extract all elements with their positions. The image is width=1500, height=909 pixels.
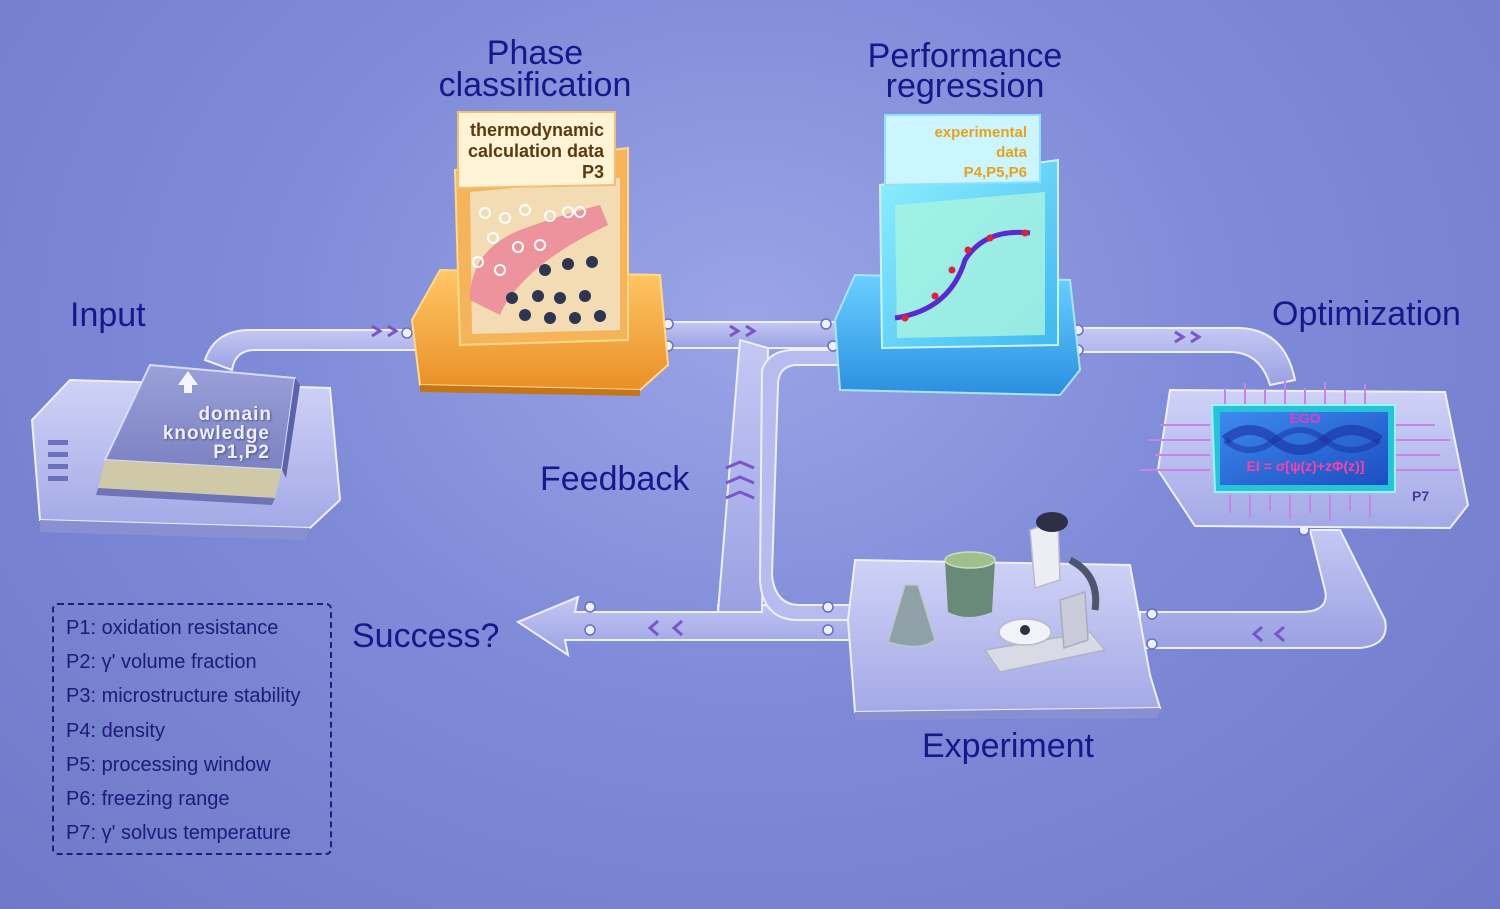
legend-item-p1: P1: oxidation resistance xyxy=(66,617,279,639)
legend-item-p3: P3: microstructure stability xyxy=(66,685,301,708)
beaker-icon xyxy=(944,551,996,617)
optimization-label: Optimization xyxy=(1272,295,1461,333)
optimization-module xyxy=(1140,380,1470,530)
experiment-label: Experiment xyxy=(922,727,1094,765)
input-card-line3: P1,P2 xyxy=(213,442,270,463)
experimental-card-line2: data xyxy=(996,144,1027,161)
performance-regression-label-line1: Performance xyxy=(867,37,1063,75)
property-legend: P1: oxidation resistance P2: γ' volume f… xyxy=(52,603,332,855)
performance-regression-label-line2: regression xyxy=(885,67,1045,105)
experiment-module xyxy=(846,512,1162,720)
input-module xyxy=(30,363,342,540)
upload-arrow-icon xyxy=(178,371,198,393)
input-card-line2: knowledge xyxy=(162,423,270,444)
book-icon xyxy=(96,363,300,505)
legend-item-p7: P7: γ' solvus temperature xyxy=(66,822,292,845)
flask-icon xyxy=(887,584,936,648)
input-card-line1: domain xyxy=(198,404,272,425)
legend-item-p5: P5: processing window xyxy=(66,753,271,776)
chip-title: EGO xyxy=(1289,410,1321,426)
experimental-card-line1: experimental xyxy=(934,124,1027,141)
phase-classification-label-line1: Phase xyxy=(486,34,584,72)
direction-markers xyxy=(371,324,1285,643)
phase-classification-module xyxy=(410,111,670,396)
legend-item-p2: P2: γ' volume fraction xyxy=(66,651,257,674)
input-label: Input xyxy=(70,296,146,334)
feedback-label: Feedback xyxy=(540,460,690,498)
microscope-icon xyxy=(983,512,1107,673)
regression-curve xyxy=(894,229,1031,321)
thermo-card-line2: calculation data xyxy=(467,141,604,161)
thermo-card-line1: thermodynamic xyxy=(469,120,604,140)
legend-item-p4: P4: density xyxy=(66,719,165,742)
phase-classification-label-line2: classification xyxy=(438,66,632,104)
thermo-card-line3: P3 xyxy=(581,162,604,182)
chip-formula: EI = σ[ψ(z)+zΦ(z)] xyxy=(1246,458,1365,474)
chip-tag: P7 xyxy=(1412,488,1430,504)
legend-item-p6: P6: freezing range xyxy=(66,787,230,810)
success-label: Success? xyxy=(352,617,500,655)
performance-regression-module xyxy=(833,114,1082,397)
experimental-card-line3: P4,P5,P6 xyxy=(963,164,1027,181)
